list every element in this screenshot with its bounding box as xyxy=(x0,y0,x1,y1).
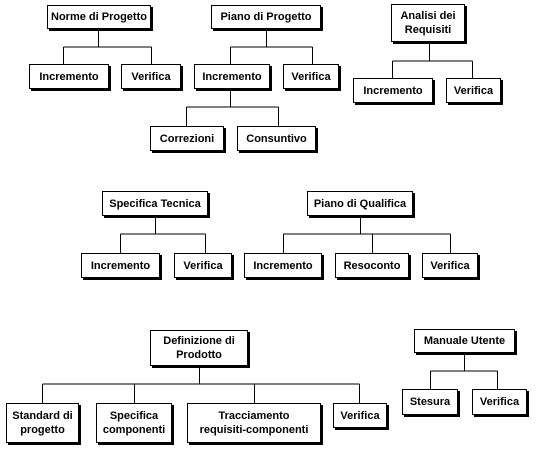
node-dp-specifica-componenti: Specifica componenti xyxy=(96,403,172,443)
node-norme-di-progetto: Norme di Progetto xyxy=(47,5,151,29)
node-pq-resoconto: Resoconto xyxy=(335,253,409,278)
node-dp-verifica: Verifica xyxy=(333,403,387,428)
node-dp-tracciamento: Tracciamento requisiti-componenti xyxy=(187,403,321,443)
node-pp-consuntivo: Consuntivo xyxy=(237,126,316,151)
node-ar-verifica: Verifica xyxy=(446,78,501,103)
node-pp-verifica: Verifica xyxy=(283,64,339,89)
node-dp-standard-di-progetto: Standard di progetto xyxy=(6,403,79,443)
node-mu-stesura: Stesura xyxy=(402,389,458,415)
node-manuale-utente: Manuale Utente xyxy=(414,329,515,353)
node-pp-incremento: Incremento xyxy=(194,64,270,89)
node-definizione-di-prodotto: Definizione di Prodotto xyxy=(150,330,248,366)
node-pp-correzioni: Correzioni xyxy=(150,126,224,151)
node-piano-di-qualifica: Piano di Qualifica xyxy=(307,191,413,216)
node-mu-verifica: Verifica xyxy=(472,389,527,415)
node-ar-incremento: Incremento xyxy=(353,78,433,103)
node-pq-incremento: Incremento xyxy=(244,253,322,278)
node-piano-di-progetto: Piano di Progetto xyxy=(211,5,321,29)
node-st-verifica: Verifica xyxy=(174,253,232,278)
node-norme-verifica: Verifica xyxy=(121,64,181,89)
node-norme-incremento: Incremento xyxy=(29,64,109,89)
node-analisi-dei-requisiti: Analisi dei Requisiti xyxy=(391,4,465,42)
node-pq-verifica: Verifica xyxy=(422,253,478,278)
node-specifica-tecnica: Specifica Tecnica xyxy=(102,191,208,216)
node-st-incremento: Incremento xyxy=(81,253,160,278)
